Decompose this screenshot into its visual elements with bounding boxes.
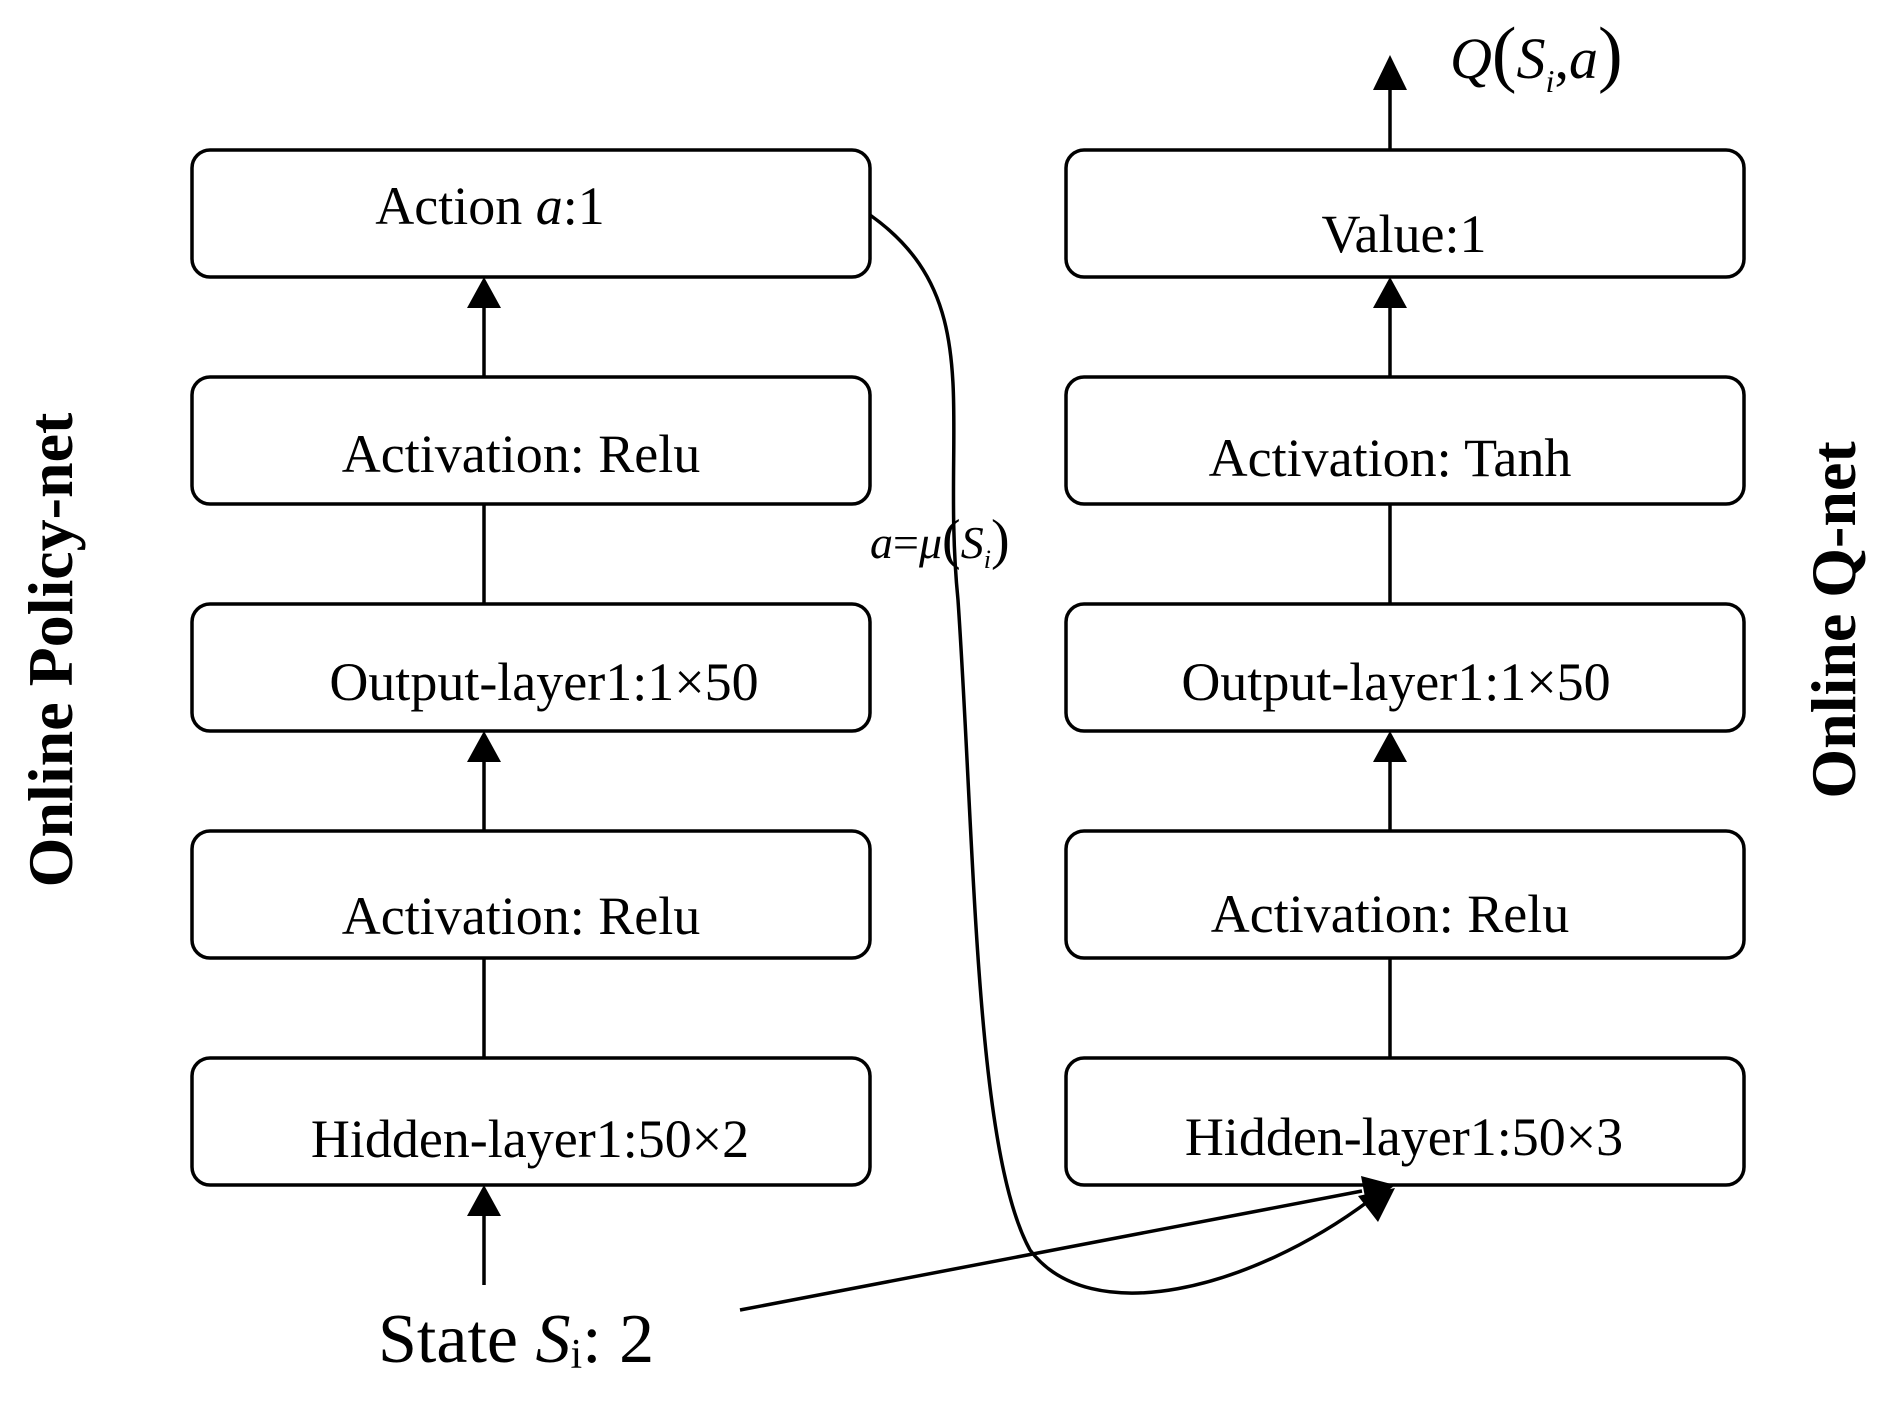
q-hidden-label: Hidden-layer1:50×3 xyxy=(1185,1107,1623,1167)
policy-output-box xyxy=(190,602,872,733)
policy-arrowhead-4 xyxy=(467,277,501,308)
policy-arrowhead-2 xyxy=(467,731,501,762)
q-value-box xyxy=(1064,148,1746,279)
q-output-box xyxy=(1064,602,1746,733)
policy-activation-bottom-label: Activation: Relu xyxy=(342,886,700,946)
q-value-label: Value:1 xyxy=(1322,204,1487,264)
q-output-formula: Q(Si,a) xyxy=(1450,13,1623,99)
policy-output-label: Output-layer1:1×50 xyxy=(329,652,758,712)
q-hidden-box xyxy=(1064,1056,1746,1187)
q-arrowhead-4 xyxy=(1373,277,1407,308)
action-to-qnet-curve xyxy=(868,213,1372,1295)
policy-activation-top-label: Activation: Relu xyxy=(342,424,700,484)
action-to-qnet-arrowhead xyxy=(1358,1188,1395,1222)
policy-net-title: Online Policy-net xyxy=(15,412,86,887)
policy-arrowhead-input xyxy=(467,1185,501,1216)
mapping-label: a=μ(Si) xyxy=(870,509,1010,574)
policy-action-label: Action a:1 xyxy=(375,176,605,236)
q-activation-top-label: Activation: Tanh xyxy=(1209,428,1572,488)
policy-hidden-box xyxy=(190,1056,872,1187)
state-input-label: State Si: 2 xyxy=(378,1301,654,1378)
policy-hidden-label: Hidden-layer1:50×2 xyxy=(311,1109,749,1169)
policy-activation-top-box xyxy=(190,375,872,506)
q-activation-top-box xyxy=(1064,375,1746,506)
q-arrowhead-2 xyxy=(1373,731,1407,762)
q-activation-bottom-label: Activation: Relu xyxy=(1211,884,1569,944)
policy-action-box xyxy=(190,148,872,279)
state-to-qnet-arrow xyxy=(739,1189,1363,1312)
policy-activation-bottom-box xyxy=(190,829,872,960)
q-arrowhead-output xyxy=(1373,55,1407,90)
q-activation-bottom-box xyxy=(1064,829,1746,960)
q-net-title: Online Q-net xyxy=(1798,441,1869,799)
q-output-label: Output-layer1:1×50 xyxy=(1181,652,1610,712)
